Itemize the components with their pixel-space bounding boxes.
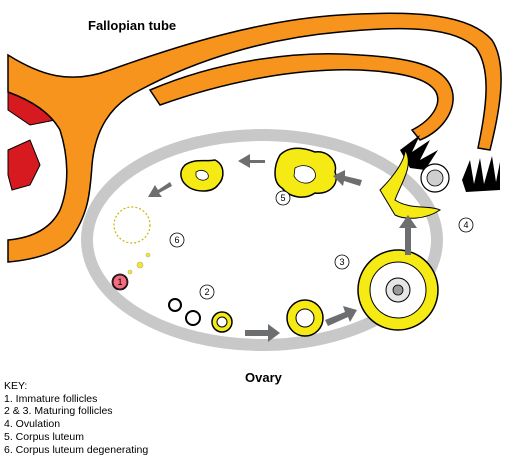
- ovulation-streamer: [379, 148, 441, 219]
- svg-text:5: 5: [280, 193, 285, 203]
- key-item: 5. Corpus luteum: [4, 430, 84, 443]
- degenerating-corpus-luteum: [113, 206, 151, 275]
- stage-marker-3: 3: [334, 254, 350, 270]
- fallopian-tube: [7, 12, 502, 263]
- stage-marker-6: 6: [169, 232, 185, 248]
- key-item: 1. Immature follicles: [4, 392, 98, 405]
- stage-marker-1: 1: [112, 274, 128, 290]
- stage-marker-4: 4: [458, 217, 474, 233]
- ovary: [81, 129, 443, 351]
- key-legend: KEY: 1. Immature follicles 2 & 3. Maturi…: [4, 380, 148, 456]
- svg-text:6: 6: [174, 235, 179, 245]
- maturing-follicles-small: [168, 298, 233, 333]
- ovary-label: Ovary: [245, 370, 283, 385]
- maturing-follicle-large: [286, 299, 324, 337]
- cycle-arrows: [148, 154, 417, 342]
- svg-text:2: 2: [204, 287, 209, 297]
- svg-text:4: 4: [463, 220, 468, 230]
- immature-follicle: [111, 273, 129, 291]
- key-item: 2 & 3. Maturing follicles: [4, 405, 113, 418]
- svg-text:3: 3: [339, 257, 344, 267]
- stage-marker-2: 2: [199, 284, 215, 300]
- key-item: 6. Corpus luteum degenerating: [4, 443, 149, 456]
- key-item: 4. Ovulation: [4, 418, 61, 431]
- key-title: KEY:: [4, 380, 28, 392]
- stage-marker-5: 5: [275, 190, 291, 206]
- fallopian-tube-label: Fallopian tube: [88, 18, 176, 33]
- svg-text:1: 1: [117, 277, 122, 287]
